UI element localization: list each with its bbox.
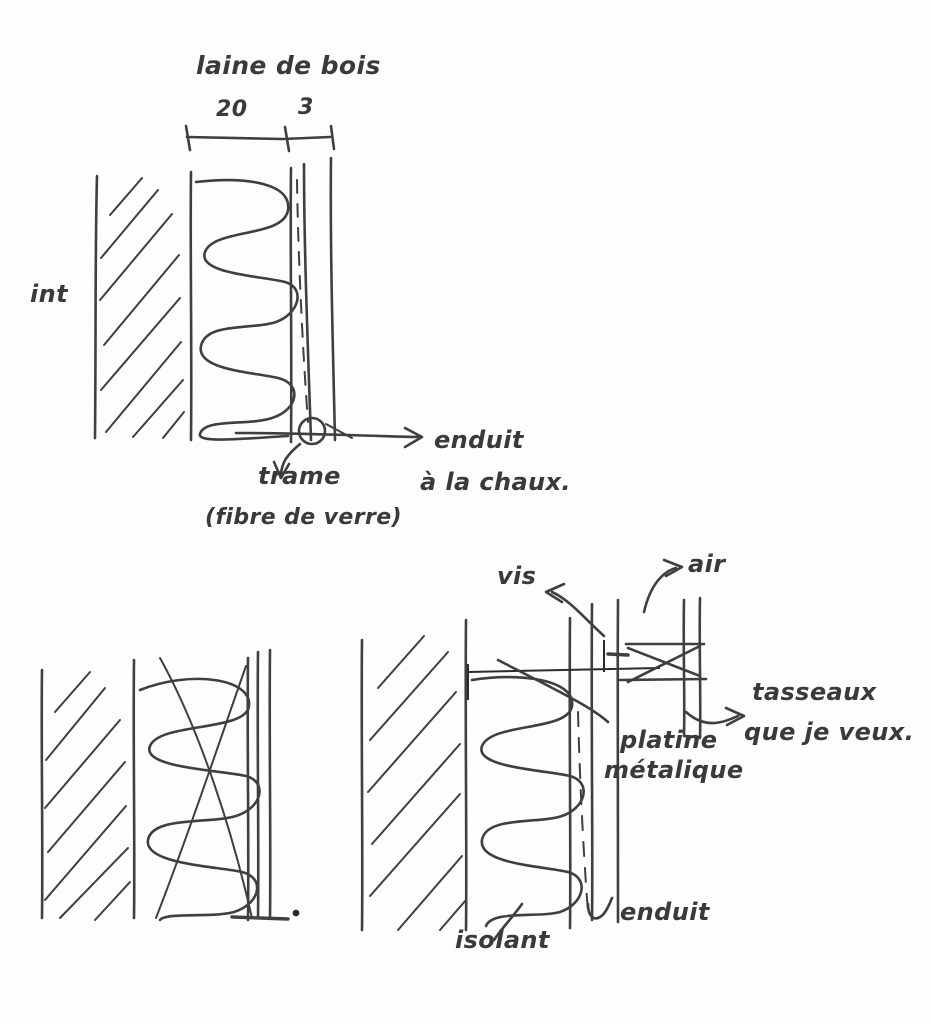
dimension-20: 20 bbox=[216, 97, 247, 122]
label-trame: trame bbox=[258, 462, 341, 490]
insulation-layer-bl bbox=[132, 656, 261, 922]
render-layer-bl bbox=[230, 648, 290, 921]
arrow-trame bbox=[272, 442, 302, 480]
leader-platine bbox=[496, 658, 610, 724]
arrow-air bbox=[642, 558, 684, 614]
label-que-je-veux: que je veux. bbox=[744, 718, 914, 746]
mesh-dashed-line bbox=[296, 179, 309, 423]
label-isolant: isolant bbox=[455, 926, 551, 954]
dimension-line-top bbox=[184, 124, 336, 153]
label-interior: int bbox=[30, 280, 69, 308]
air-gap-bracing bbox=[618, 642, 708, 684]
render-layer-br bbox=[577, 598, 620, 924]
outer-batten bbox=[682, 596, 702, 740]
label-enduit-br: enduit bbox=[620, 898, 711, 926]
render-layer-top bbox=[296, 156, 337, 442]
figure-top-title: laine de bois bbox=[196, 51, 381, 80]
leader-isolant bbox=[492, 902, 524, 942]
mesh-dashed-line-br bbox=[577, 711, 589, 913]
label-platine: platine bbox=[619, 726, 717, 754]
figure-top: laine de bois 20 3 int trame (fibre de v… bbox=[30, 51, 571, 530]
figure-bottom-right: vis air tasseaux que je veux. platine mé… bbox=[360, 550, 914, 954]
cross-out-stroke-2 bbox=[155, 665, 247, 919]
leader-enduit-br bbox=[596, 896, 614, 920]
existing-wall-bl bbox=[40, 668, 131, 921]
existing-wall-top bbox=[93, 174, 185, 440]
insulation-layer-br bbox=[464, 616, 585, 932]
label-fibre-de-verre: (fibre de verre) bbox=[205, 505, 402, 530]
dimension-3: 3 bbox=[298, 95, 314, 120]
figure-bottom-left bbox=[40, 648, 300, 922]
arrow-tasseaux bbox=[684, 706, 746, 727]
insulation-layer-top bbox=[189, 166, 299, 444]
mesh-circle-marker bbox=[297, 416, 327, 446]
label-tasseaux: tasseaux bbox=[752, 678, 878, 706]
cross-out-stroke-1 bbox=[159, 657, 253, 919]
label-metalique: métalique bbox=[604, 756, 744, 784]
existing-wall-br bbox=[360, 635, 467, 932]
arrow-vis bbox=[544, 582, 606, 638]
arrow-enduit-top bbox=[234, 426, 424, 449]
label-enduit-top: enduit bbox=[434, 426, 525, 454]
ink-dot-bl bbox=[292, 909, 300, 917]
label-air: air bbox=[688, 550, 727, 578]
label-vis: vis bbox=[497, 562, 536, 590]
label-a-la-chaux: à la chaux. bbox=[420, 468, 571, 496]
